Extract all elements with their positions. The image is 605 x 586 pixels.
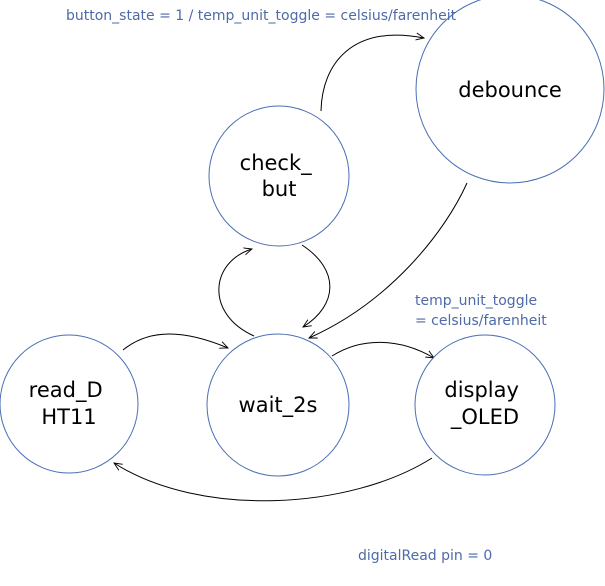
- annotation-temp-toggle-line-2: = celsius/farenheit: [415, 313, 547, 329]
- state-check-but: check_ but: [208, 105, 350, 247]
- edge-display-oled-to-read-dht11: [114, 457, 433, 502]
- svg-text:check_ but: check_ but: [240, 151, 319, 201]
- state-check-but-label-line-2: but: [262, 177, 297, 201]
- state-display-oled-label-line-1: display: [444, 378, 519, 402]
- state-read-dht11-label-line-2: HT11: [41, 405, 96, 429]
- edge-check-but-to-debounce: [320, 35, 424, 112]
- state-display-oled: display _OLED: [414, 334, 556, 476]
- svg-text:debounce: debounce: [458, 78, 562, 102]
- annotation-button-state: button_state = 1 / temp_unit_toggle = ce…: [66, 8, 457, 24]
- state-debounce-label-line-1: debounce: [458, 78, 562, 102]
- state-display-oled-label-line-2: _OLED: [450, 405, 519, 430]
- svg-text:display _OLED: display _OLED: [444, 378, 525, 430]
- state-debounce: debounce: [415, 0, 605, 184]
- annotation-temp-toggle-line-1: temp_unit_toggle: [415, 293, 537, 309]
- state-wait-2s-label-line-1: wait_2s: [239, 393, 318, 418]
- annotation-digital-read: digitalRead pin = 0: [358, 548, 492, 564]
- edge-read-dht11-to-wait-2s: [122, 333, 228, 351]
- edge-debounce-to-wait-2s: [309, 182, 468, 339]
- state-read-dht11: read_D HT11: [0, 334, 139, 474]
- state-wait-2s: wait_2s: [206, 333, 350, 477]
- edge-wait-2s-to-display-oled: [331, 341, 434, 358]
- edge-check-but-to-wait-2s: [301, 244, 331, 327]
- svg-text:read_D HT11: read_D HT11: [29, 378, 110, 429]
- edge-wait-2s-to-check-but: [218, 249, 255, 337]
- state-check-but-label-line-1: check_: [240, 151, 312, 176]
- state-read-dht11-label-line-1: read_D: [29, 378, 103, 403]
- svg-text:wait_2s: wait_2s: [239, 393, 318, 418]
